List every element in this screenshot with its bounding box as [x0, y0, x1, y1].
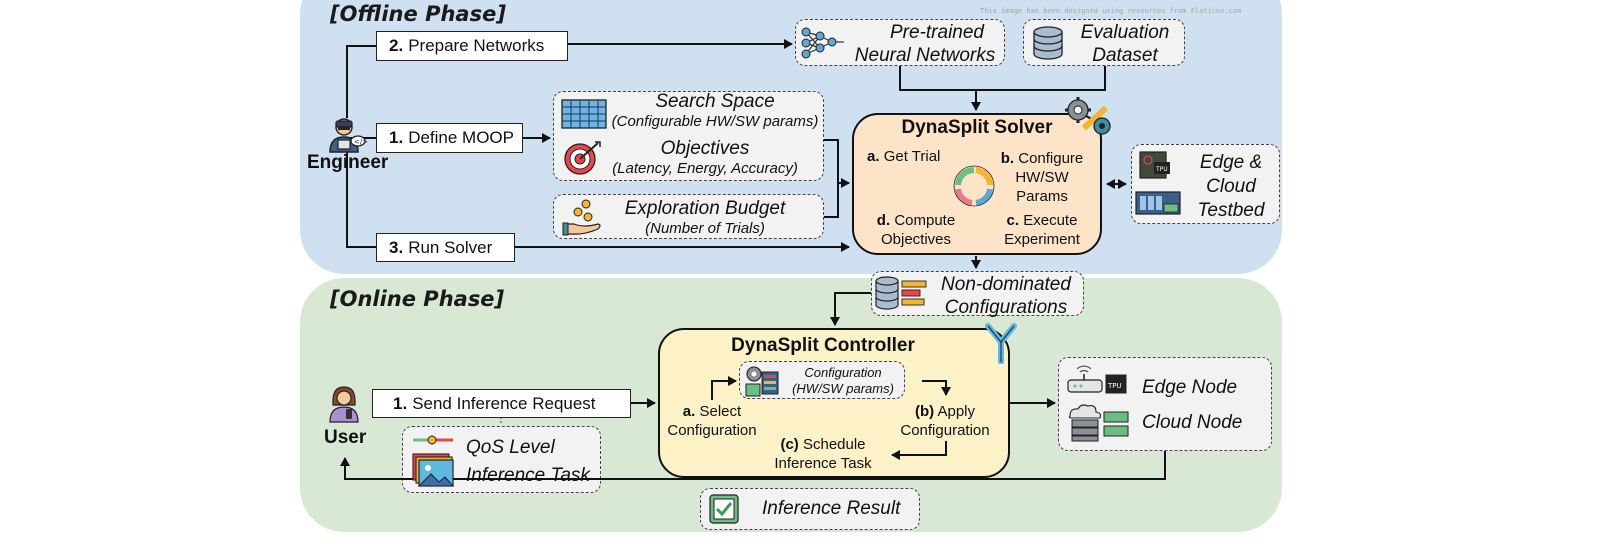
- dynasplit-solver-box: [852, 113, 1102, 255]
- fork-icon: [985, 323, 1017, 364]
- coins-hand-icon: [562, 199, 601, 236]
- exploration-budget-box: [553, 194, 824, 239]
- budget-subtitle: (Number of Trials): [645, 220, 765, 237]
- controller-step-c: (c) Schedule Inference Task: [774, 436, 872, 472]
- cycle-arrows-icon: [953, 165, 995, 207]
- engineer-icon: </>: [329, 118, 367, 153]
- gear-wrench-icon: [1065, 97, 1111, 135]
- pretrained-label: Pre-trained Neural Networks: [854, 22, 996, 66]
- step-run-solver: 3.Run Solver: [376, 233, 515, 262]
- database-stack-icon: [875, 276, 927, 310]
- inference-result-label: Inference Result: [762, 498, 901, 519]
- solver-step-c: c. Execute Experiment: [1004, 212, 1080, 248]
- online-phase-title: [Online Phase]: [330, 287, 505, 311]
- controller-title: DynaSplit Controller: [731, 335, 915, 356]
- qos-slider-icon: [413, 435, 453, 445]
- user-label: User: [324, 427, 367, 448]
- svg-text:TPU: TPU: [1155, 166, 1168, 173]
- checkmark-icon: [709, 494, 739, 524]
- controller-step-b: (b) Apply Configuration: [900, 403, 990, 439]
- solver-step-b: b. Configure HW/SW Params: [1000, 150, 1084, 205]
- budget-title: Exploration Budget: [624, 198, 786, 219]
- cloud-server-icon: [1068, 404, 1129, 442]
- dynasplit-controller-box: [658, 328, 1010, 478]
- step-define-moop: 1.Define MOOP: [376, 123, 523, 153]
- svg-text:</>: </>: [354, 138, 367, 146]
- inference-task-label: Inference Task: [466, 465, 590, 486]
- svg-text:TPU: TPU: [1107, 382, 1122, 390]
- edge-router-tpu-icon: TPU: [1067, 365, 1127, 394]
- search-space-title: Search Space: [655, 91, 775, 112]
- solver-step-d: d. Compute Objectives: [876, 212, 956, 248]
- step-send-inference-request: 1.Send Inference Request: [372, 389, 631, 418]
- neural-network-icon: [801, 27, 844, 59]
- search-space-grid-icon: [561, 99, 607, 129]
- target-icon: [564, 141, 601, 175]
- user-icon: [329, 386, 359, 423]
- nondominated-label: Non-dominated Configurations: [941, 274, 1071, 318]
- evaluation-dataset-label: Evaluation Dataset: [1080, 22, 1170, 66]
- objectives-subtitle: (Latency, Energy, Accuracy): [612, 160, 798, 177]
- edge-node-label: Edge Node: [1142, 377, 1238, 398]
- engineer-label: Engineer: [307, 152, 389, 173]
- solver-step-a: a. Get Trial: [867, 148, 941, 165]
- offline-phase-title: [Offline Phase]: [330, 2, 506, 26]
- objectives-title: Objectives: [660, 138, 750, 159]
- controller-step-a: a. Select Configuration: [667, 403, 757, 439]
- step-prepare-networks: 2.Prepare Networks: [376, 31, 568, 61]
- solver-title: DynaSplit Solver: [901, 117, 1053, 138]
- testbed-label: Edge & Cloud Testbed: [1197, 152, 1265, 221]
- configuration-icon: [745, 366, 779, 397]
- qos-level-label: QoS Level: [466, 437, 555, 458]
- database-icon: [1033, 26, 1063, 60]
- cloud-node-label: Cloud Node: [1142, 412, 1243, 433]
- search-space-subtitle: (Configurable HW/SW params): [611, 113, 819, 130]
- watermark: This image has been designed using resou…: [980, 7, 1242, 15]
- configuration-label: Configuration (HW/SW params): [792, 365, 894, 396]
- tpu-board-icon: TPU: [1135, 151, 1181, 215]
- image-task-icon: [412, 453, 455, 487]
